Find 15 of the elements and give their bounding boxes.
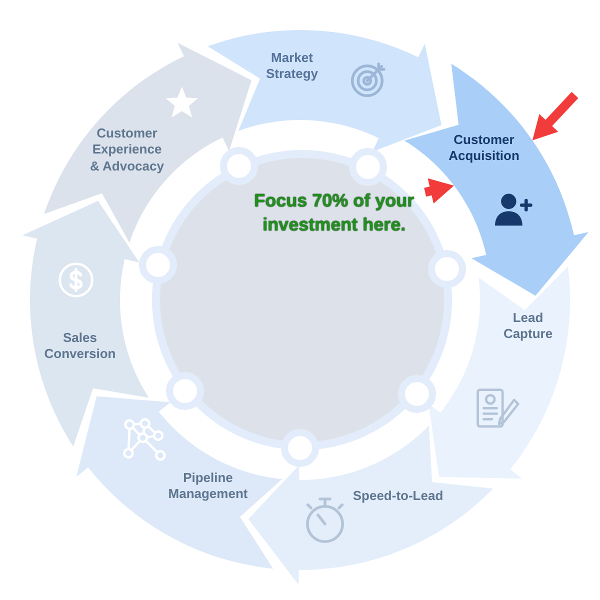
stage-segment [428, 266, 570, 479]
stage-label: Customer Experience & Advocacy [89, 126, 165, 174]
stage-label: Pipeline Management [167, 470, 249, 502]
stage-segment [207, 30, 442, 152]
stage-segment [22, 200, 149, 447]
stage-segment [76, 396, 283, 569]
stage-label: Market Strategy [264, 50, 320, 82]
stage-label: Lead Capture [502, 310, 554, 342]
stage-label: Customer Acquisition [448, 132, 520, 164]
callout-text: Focus 70% of your investment here. [243, 190, 426, 237]
stage-label: Speed-to-Lead [352, 488, 444, 504]
stage-label: Sales Conversion [43, 330, 117, 362]
pointer-arrow [424, 178, 455, 204]
stage-segment [44, 42, 252, 243]
stage-segment [248, 425, 494, 585]
